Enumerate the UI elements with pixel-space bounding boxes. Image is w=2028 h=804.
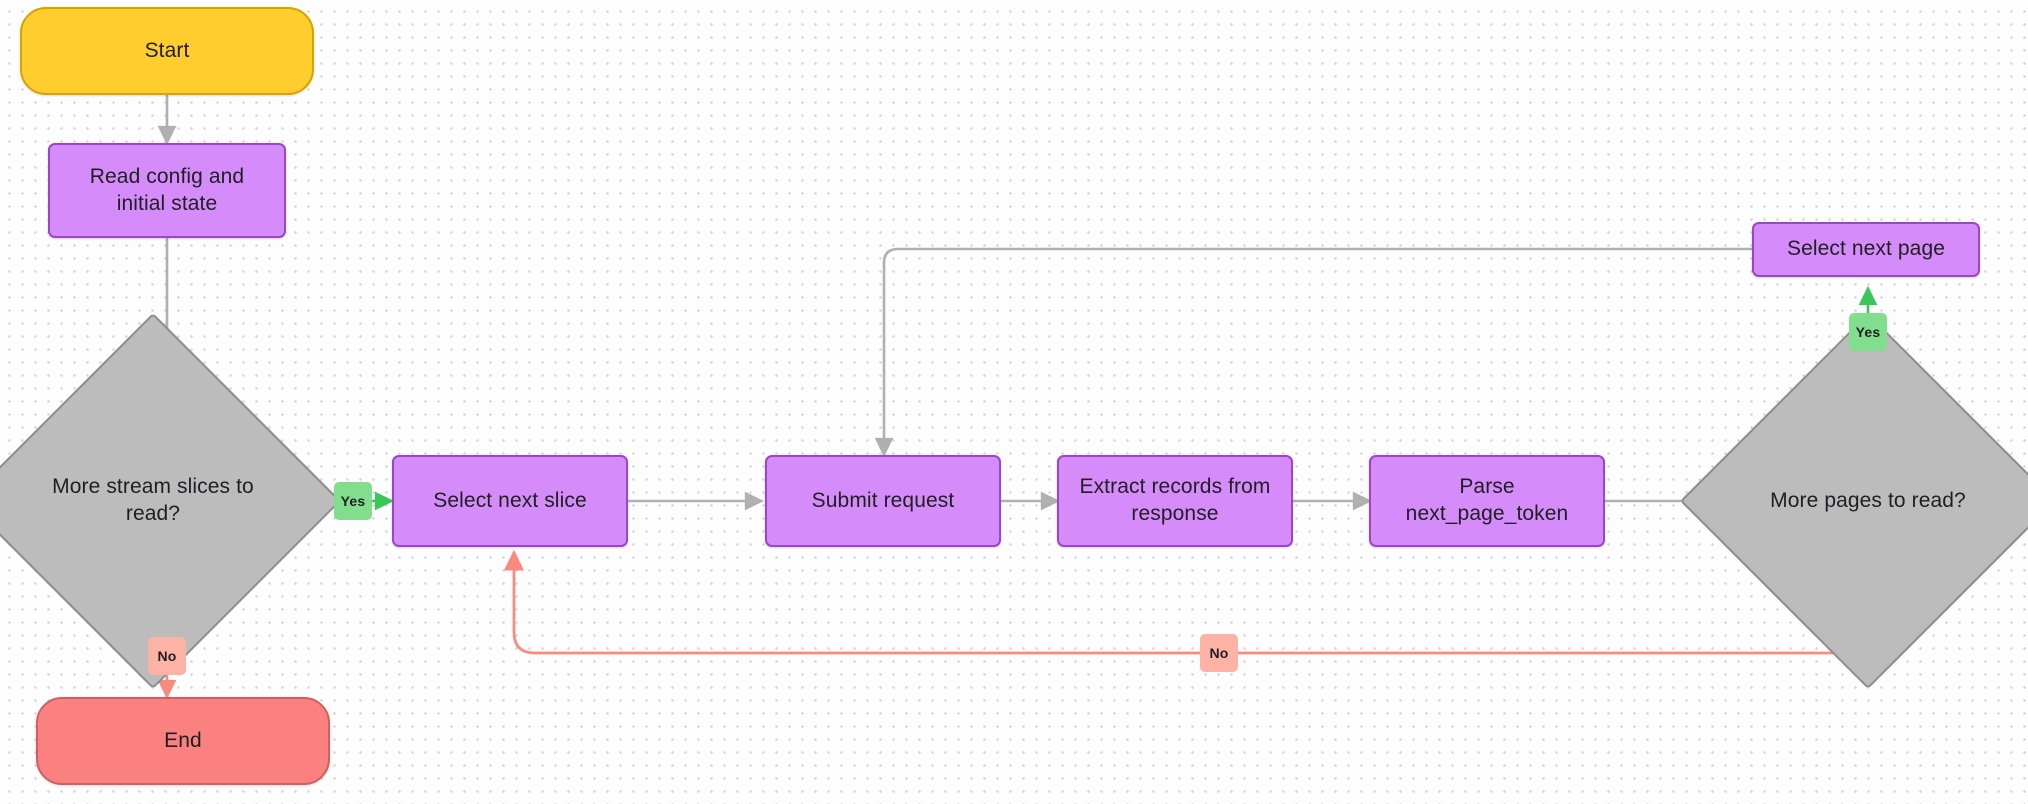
node-start-label: Start — [144, 38, 190, 62]
node-select-next-slice-label: Select next slice — [433, 488, 587, 512]
edge-label-more-pages-yes: Yes — [1849, 313, 1887, 351]
node-read-config[interactable]: Read config and initial state — [48, 143, 286, 238]
edge-label-text: No — [1209, 645, 1229, 661]
edge-label-text: Yes — [340, 493, 366, 509]
node-more-pages-label: More pages to read? — [1770, 488, 1966, 512]
node-more-stream-slices[interactable]: More stream slices to read? — [0, 312, 342, 690]
node-extract-records-label: Extract records from response — [1079, 475, 1271, 525]
edge-select-page-to-submit-loop — [874, 247, 1752, 458]
edge-label-more-pages-no: No — [1200, 634, 1238, 672]
node-end-label: End — [164, 728, 202, 752]
node-parse-next-page-token[interactable]: Parse next_page_token — [1369, 455, 1605, 547]
node-select-next-page-label: Select next page — [1786, 237, 1946, 261]
node-read-config-label: Read config and initial state — [89, 164, 245, 215]
node-select-next-page[interactable]: Select next page — [1752, 222, 1980, 277]
node-submit-request[interactable]: Submit request — [765, 455, 1001, 547]
edge-label-more-slices-no: No — [148, 637, 186, 675]
edge-label-text: No — [157, 648, 177, 664]
edge-label-more-slices-yes: Yes — [334, 482, 372, 520]
node-start[interactable]: Start — [20, 7, 314, 95]
node-end[interactable]: End — [36, 697, 330, 785]
node-select-next-slice[interactable]: Select next slice — [392, 455, 628, 547]
node-parse-next-page-token-label: Parse next_page_token — [1405, 475, 1569, 525]
node-submit-request-label: Submit request — [811, 488, 955, 512]
node-extract-records[interactable]: Extract records from response — [1057, 455, 1293, 547]
edge-more-pages-no-loop — [503, 549, 1870, 655]
edge-label-text: Yes — [1855, 324, 1881, 340]
node-more-stream-slices-label: More stream slices to read? — [52, 475, 254, 525]
node-more-pages[interactable]: More pages to read? — [1679, 312, 2028, 690]
